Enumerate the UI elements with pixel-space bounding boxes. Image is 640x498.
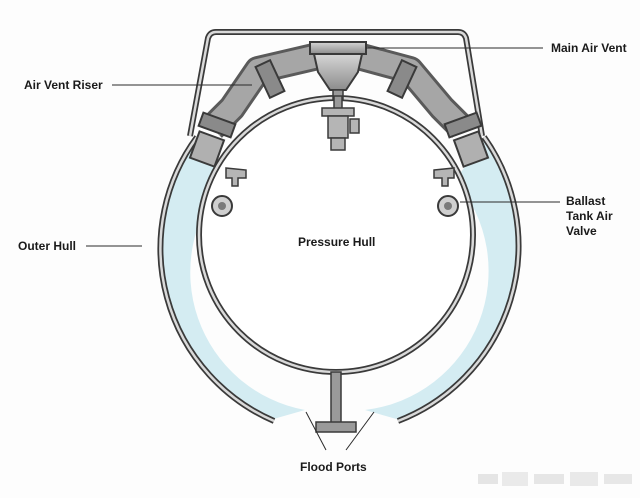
vent-actuator-bar [321, 107, 355, 117]
riser-flange-left-1 [254, 58, 286, 100]
keel-support-post [330, 371, 342, 425]
label-ballast-tank-air-valve: Ballast Tank Air Valve [566, 194, 613, 239]
ballast-valve-bracket-left [225, 167, 247, 187]
label-air-vent-riser: Air Vent Riser [24, 78, 103, 92]
riser-hull-fitting-left [188, 130, 226, 168]
outer-hull-right-inner [397, 136, 520, 423]
main-air-vent-body [312, 53, 364, 91]
riser-flange-left-2 [197, 111, 237, 139]
air-vent-riser-left-fill [204, 45, 321, 136]
outer-hull-left-inner [159, 136, 275, 423]
vent-actuator-knob [349, 118, 360, 134]
label-ballast-line-3: Valve [566, 224, 597, 238]
vent-actuator-body [327, 115, 349, 139]
vent-actuator-base [330, 137, 346, 151]
label-ballast-line-2: Tank Air [566, 209, 613, 223]
label-pressure-hull: Pressure Hull [298, 235, 376, 249]
main-air-vent-cap [309, 41, 367, 55]
leader-flood-port-left [305, 411, 327, 451]
ballast-tank-air-valve-right-core [444, 202, 452, 210]
label-main-air-vent: Main Air Vent [551, 41, 627, 55]
label-flood-ports: Flood Ports [300, 460, 367, 474]
riser-flange-right-1 [386, 58, 418, 100]
ballast-tank-air-valve-left-core [218, 202, 226, 210]
ballast-tank-water [158, 140, 520, 420]
keel-plate [315, 421, 357, 433]
leader-flood-port-right [345, 411, 375, 451]
top-frame-inner [188, 30, 484, 137]
label-ballast-line-1: Ballast [566, 194, 606, 208]
ballast-valve-bracket-right [433, 167, 455, 187]
riser-hull-fitting-right [452, 130, 490, 168]
air-vent-riser-right-fill [355, 45, 470, 136]
blurred-watermark [478, 472, 632, 486]
riser-flange-right-2 [443, 111, 483, 139]
label-outer-hull: Outer Hull [18, 239, 77, 253]
